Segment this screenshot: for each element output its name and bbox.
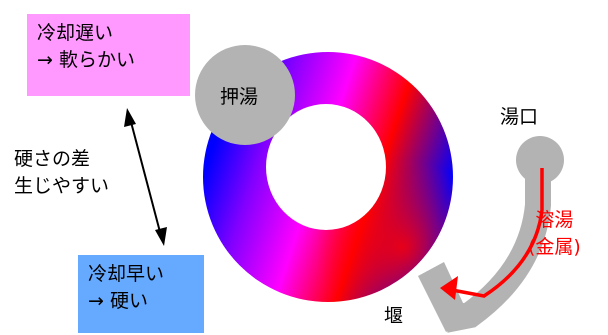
arrowhead-down-icon: [155, 227, 167, 246]
gate-label: 堰: [384, 305, 404, 327]
hardness-note-line2: 生じやすい: [14, 175, 110, 197]
molten-metal-label: 溶湯 (金属): [528, 207, 581, 261]
hardness-difference-note: 硬さの差 生じやすい: [14, 146, 109, 200]
slow-cooling-line2: → 軟らかい: [37, 49, 135, 71]
sprue-cup: [516, 136, 564, 184]
riser-label: 押湯: [220, 86, 259, 108]
molten-metal-line2: (金属): [528, 236, 581, 258]
riser-circle: [195, 45, 295, 145]
flow-arrow-head: [440, 276, 458, 300]
flow-arrow-line: [451, 168, 544, 298]
arrowhead-up-icon: [124, 108, 136, 127]
hardness-note-line1: 硬さの差: [14, 148, 91, 170]
fast-cooling-box: 冷却早い → 硬い: [78, 255, 204, 333]
slow-cooling-box: 冷却遅い → 軟らかい: [27, 14, 190, 96]
hardness-double-arrow: [130, 121, 161, 233]
slow-cooling-line1: 冷却遅い: [37, 22, 114, 44]
fast-cooling-line2: → 硬い: [88, 290, 148, 312]
gate-block: [418, 262, 470, 332]
fast-cooling-line1: 冷却早い: [88, 263, 165, 285]
sprue-label: 湯口: [500, 106, 539, 128]
molten-metal-line1: 溶湯: [535, 209, 574, 231]
